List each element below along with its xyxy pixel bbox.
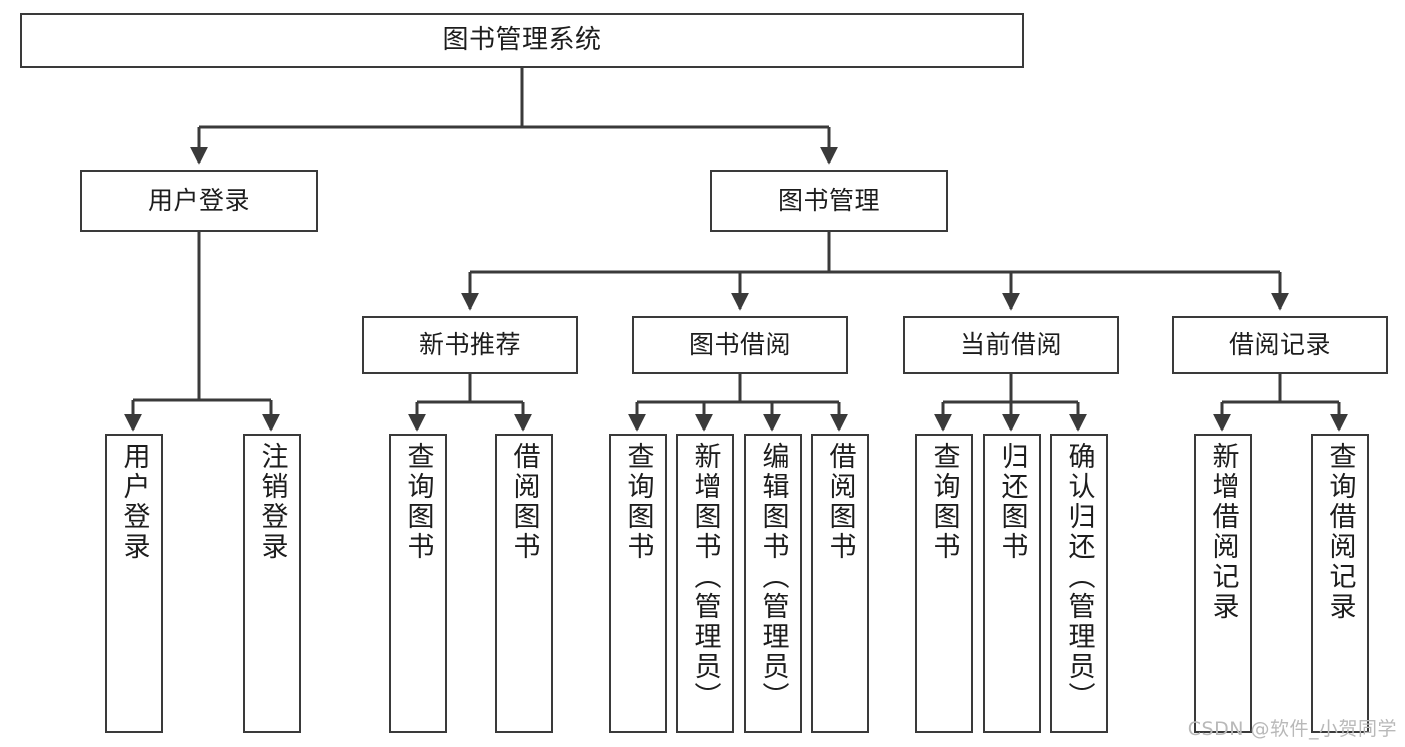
- node-leaf-logout-login[interactable]: 注销登录: [243, 434, 301, 733]
- node-root-label: 图书管理系统: [442, 25, 602, 56]
- node-current-borrow-label: 当前借阅: [959, 330, 1062, 360]
- node-user-login-label: 用户登录: [147, 186, 250, 216]
- node-leaf-return-book[interactable]: 归还图书: [983, 434, 1041, 733]
- node-new-book-recommend[interactable]: 新书推荐: [362, 316, 578, 374]
- node-leaf-query-record-label: 查询借阅记录: [1324, 442, 1356, 622]
- node-leaf-add-record-label: 新增借阅记录: [1207, 442, 1239, 622]
- node-user-login[interactable]: 用户登录: [80, 170, 318, 232]
- node-leaf-add-record[interactable]: 新增借阅记录: [1194, 434, 1252, 733]
- node-leaf-query-book-2-label: 查询图书: [622, 442, 654, 562]
- node-leaf-borrow-book-2[interactable]: 借阅图书: [811, 434, 869, 733]
- node-leaf-user-login[interactable]: 用户登录: [105, 434, 163, 733]
- node-leaf-add-book[interactable]: 新增图书（管理员）: [676, 434, 734, 733]
- node-leaf-edit-book-label: 编辑图书（管理员）: [757, 442, 789, 712]
- node-new-book-recommend-label: 新书推荐: [418, 330, 521, 360]
- node-book-management-label: 图书管理: [777, 186, 880, 216]
- node-leaf-confirm-return-label: 确认归还（管理员）: [1063, 442, 1095, 712]
- watermark: CSDN @软件_小贺同学: [1187, 718, 1397, 740]
- node-leaf-add-book-label: 新增图书（管理员）: [689, 442, 721, 712]
- node-leaf-query-book-1[interactable]: 查询图书: [389, 434, 447, 733]
- node-borrow-record[interactable]: 借阅记录: [1172, 316, 1388, 374]
- node-book-management[interactable]: 图书管理: [710, 170, 948, 232]
- node-leaf-query-book-1-label: 查询图书: [402, 442, 434, 562]
- node-leaf-query-record[interactable]: 查询借阅记录: [1311, 434, 1369, 733]
- node-book-borrow-label: 图书借阅: [688, 330, 791, 360]
- node-leaf-user-login-label: 用户登录: [118, 442, 150, 562]
- node-root[interactable]: 图书管理系统: [20, 13, 1024, 68]
- node-leaf-query-book-2[interactable]: 查询图书: [609, 434, 667, 733]
- node-leaf-edit-book[interactable]: 编辑图书（管理员）: [744, 434, 802, 733]
- node-leaf-borrow-book-1-label: 借阅图书: [508, 442, 540, 562]
- node-borrow-record-label: 借阅记录: [1228, 330, 1331, 360]
- node-book-borrow[interactable]: 图书借阅: [632, 316, 848, 374]
- node-leaf-confirm-return[interactable]: 确认归还（管理员）: [1050, 434, 1108, 733]
- node-leaf-query-book-3-label: 查询图书: [928, 442, 960, 562]
- node-leaf-borrow-book-2-label: 借阅图书: [824, 442, 856, 562]
- node-leaf-return-book-label: 归还图书: [996, 442, 1028, 562]
- node-current-borrow[interactable]: 当前借阅: [903, 316, 1119, 374]
- node-leaf-borrow-book-1[interactable]: 借阅图书: [495, 434, 553, 733]
- node-leaf-logout-login-label: 注销登录: [256, 442, 288, 562]
- node-leaf-query-book-3[interactable]: 查询图书: [915, 434, 973, 733]
